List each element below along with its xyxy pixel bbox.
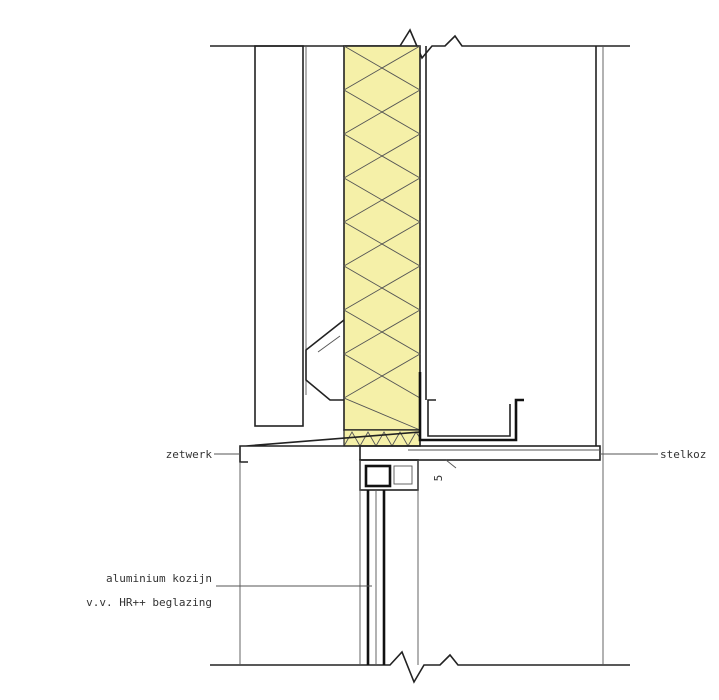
- bottom-break-line: [210, 650, 630, 684]
- sill-profile: [418, 372, 524, 442]
- insulation-layer: [343, 45, 421, 431]
- cladding-board: [254, 45, 304, 427]
- zetwerk-label: zetwerk: [166, 448, 213, 461]
- kozijn-label-line2: v.v. HR++ beglazing: [86, 596, 212, 609]
- dimension-label: 5: [432, 475, 445, 482]
- stelkozijn-label: stelkoz: [660, 448, 706, 461]
- top-break-line: [210, 28, 630, 60]
- zetwerk-flashing: [239, 431, 421, 463]
- wall-anchor-inner: [317, 335, 341, 353]
- dimension-line: [445, 459, 457, 469]
- kozijn-label-line1: aluminium kozijn: [106, 572, 212, 585]
- insulation-strip-zigzag: [343, 431, 421, 447]
- wall-anchor: [305, 319, 345, 401]
- kozijn-profile-detail: [393, 465, 413, 485]
- stelkozijn-frame: [359, 445, 601, 461]
- insulation-zigzag-b: [343, 45, 421, 399]
- sill-profile-inner: [427, 399, 511, 437]
- kozijn-profile-inner: [364, 464, 392, 488]
